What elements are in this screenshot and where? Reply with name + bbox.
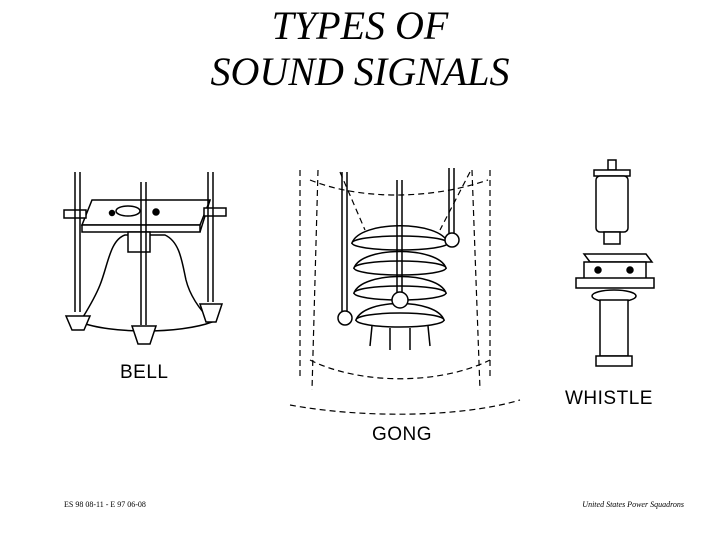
bell-label: BELL <box>120 362 169 383</box>
title-line-1: TYPES OF <box>271 3 449 48</box>
bell-illustration <box>63 172 227 345</box>
whistle-illustration <box>575 159 655 367</box>
footer-right: United States Power Squadrons <box>582 500 684 509</box>
whistle-label: WHISTLE <box>565 388 653 409</box>
gong-label: GONG <box>372 424 433 445</box>
gong-illustration <box>289 168 521 415</box>
footer-left: ES 98 08-11 - E 97 06-08 <box>64 500 146 509</box>
title-line-2: SOUND SIGNALS <box>210 49 510 94</box>
